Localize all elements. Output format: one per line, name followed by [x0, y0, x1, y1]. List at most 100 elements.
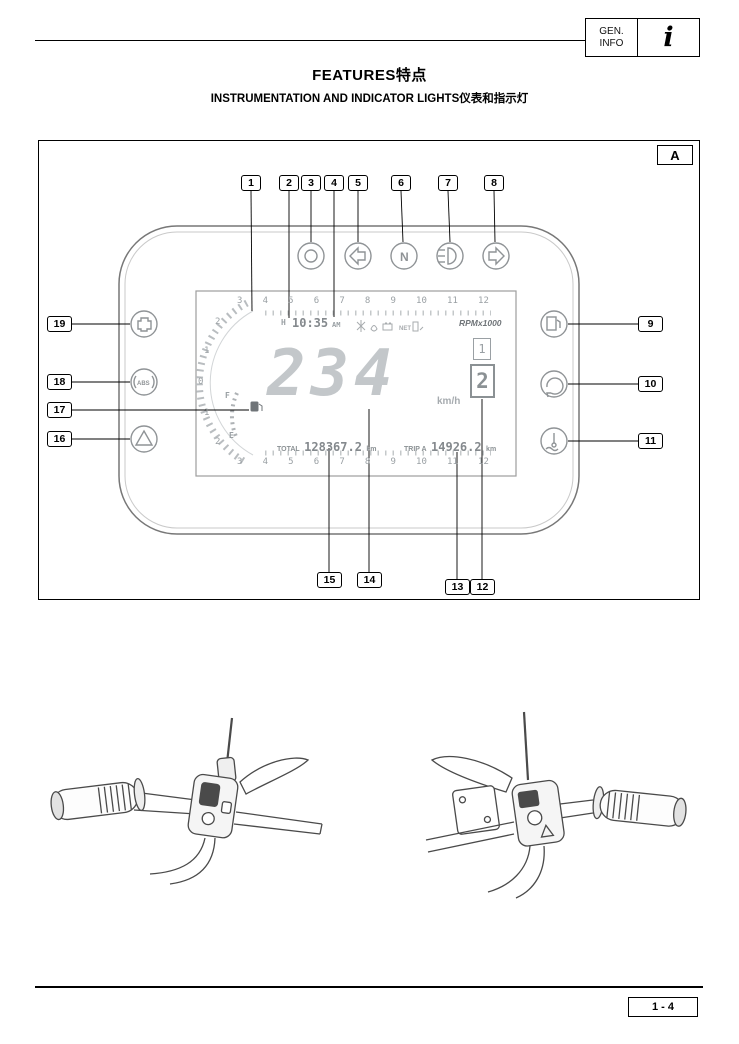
tach-num: 8: [364, 296, 371, 306]
fuel-pump-lcd-icon: [250, 401, 263, 412]
callout-leader-lines: [72, 190, 638, 579]
service-icon: [546, 377, 564, 398]
right-arrow-icon: [488, 246, 505, 266]
right-bracket-plate: [452, 785, 500, 835]
cluster-housing-outline: [118, 225, 580, 535]
freeze-icon: [356, 320, 366, 332]
right-turn-indicator-ring: [482, 242, 510, 270]
battery-icon: [382, 322, 393, 331]
tach-num: 3: [237, 457, 243, 467]
callout-12: 12: [470, 579, 495, 595]
odometer-label: TOTAL: [277, 446, 300, 453]
handlebar-switch-drawings: [50, 711, 687, 899]
tach-num: 12: [478, 296, 489, 306]
immobilizer-icon: [304, 249, 318, 263]
left-turn-indicator-ring: [344, 242, 372, 270]
tach-num: 6: [313, 457, 320, 467]
left-arrow-icon: [349, 246, 366, 266]
right-mirror-stem: [522, 711, 530, 781]
right-handlebar-assembly: [425, 711, 687, 899]
callout-5: 5: [348, 175, 368, 191]
tach-num: 11: [447, 457, 458, 467]
callout-4: 4: [324, 175, 344, 191]
fuel-gauge-arc: [229, 392, 239, 440]
tach-left-num: 1: [204, 346, 210, 356]
tach-num: 4: [262, 296, 268, 306]
left-switch-housing: [187, 773, 239, 839]
tach-num: 9: [390, 457, 396, 467]
trip-meter: TRIP A 14926.2 km: [404, 438, 496, 456]
tach-left-num: 2: [215, 317, 221, 327]
header-rule: [35, 40, 585, 41]
engine-warning-ring: [130, 310, 158, 338]
info-icon: i: [663, 22, 674, 53]
tach-num: 7: [339, 296, 345, 306]
page-title: FEATURES特点: [312, 67, 427, 84]
headlight-switch: [198, 782, 221, 807]
warning-triangle-icon: [134, 429, 154, 446]
odometer-value: 128367.2: [304, 440, 362, 454]
tach-num: 12: [478, 457, 489, 467]
right-bar-inner: [425, 821, 515, 853]
hazard-triangle-mark: [540, 823, 555, 838]
left-cable-2: [169, 837, 216, 885]
callout-8: 8: [484, 175, 504, 191]
odometer: TOTAL 128367.2 km: [277, 438, 377, 456]
neutral-indicator-ring: [390, 242, 418, 270]
hour-marker: H: [281, 318, 286, 327]
figure-frame: A: [38, 140, 700, 600]
left-bar-outer: [233, 811, 323, 835]
figure-label: A: [657, 145, 693, 165]
lcd-status-icons: [356, 320, 424, 332]
callout-19: 19: [47, 316, 72, 332]
odometer-unit: km: [366, 446, 377, 453]
general-warning-ring: [130, 425, 158, 453]
callout-14: 14: [357, 572, 382, 588]
brake-lever: [430, 755, 513, 793]
cluster-line-art: NET N: [72, 190, 638, 579]
clock-suffix: AM: [332, 321, 341, 329]
callout-18: 18: [47, 374, 72, 390]
left-cable-1: [149, 837, 206, 875]
throttle-grip: [592, 786, 687, 827]
left-handlebar-assembly: [50, 717, 323, 885]
gear-position-indicator: 2: [470, 364, 495, 398]
abs-icon-label: ABS: [137, 381, 150, 387]
left-grip-flange: [133, 777, 146, 812]
tach-left-num: 2: [215, 437, 221, 447]
callout-15: 15: [317, 572, 342, 588]
speed-display: 234: [267, 337, 398, 411]
abs-brackets: [133, 375, 155, 389]
callout-1: 1: [241, 175, 261, 191]
lcd-panel: [195, 290, 517, 477]
immobilizer-indicator-ring: [297, 242, 325, 270]
trip-unit: km: [486, 446, 497, 453]
section-tab: GEN. INFO i: [585, 18, 700, 57]
engine-stop-switch: [517, 789, 540, 809]
callout-2: 2: [279, 175, 299, 191]
tach-num: 5: [288, 457, 294, 467]
starter-button: [527, 810, 543, 826]
right-cable-1: [487, 845, 531, 893]
right-switch-housing: [511, 779, 565, 847]
tach-num: 5: [288, 296, 294, 306]
callout-3: 3: [301, 175, 321, 191]
callout-7: 7: [438, 175, 458, 191]
clock-display: 10:35: [292, 316, 329, 330]
callout-11: 11: [638, 433, 663, 449]
fuel-empty-label: E: [229, 431, 234, 440]
callout-16: 16: [47, 431, 72, 447]
tach-num: 6: [313, 296, 320, 306]
phone-signal-icon: [412, 321, 424, 332]
engine-icon: [137, 317, 152, 332]
left-grip: [50, 777, 146, 821]
tach-left-num: 0: [198, 377, 204, 387]
right-cable-2: [515, 845, 545, 899]
callout-6: 6: [391, 175, 411, 191]
fuel-pump-icon: [546, 316, 561, 331]
right-bar-outer: [559, 799, 594, 819]
tach-num: 11: [447, 296, 458, 306]
gear-upper-indicator: 1: [473, 338, 491, 360]
tach-num: 3: [237, 296, 243, 306]
